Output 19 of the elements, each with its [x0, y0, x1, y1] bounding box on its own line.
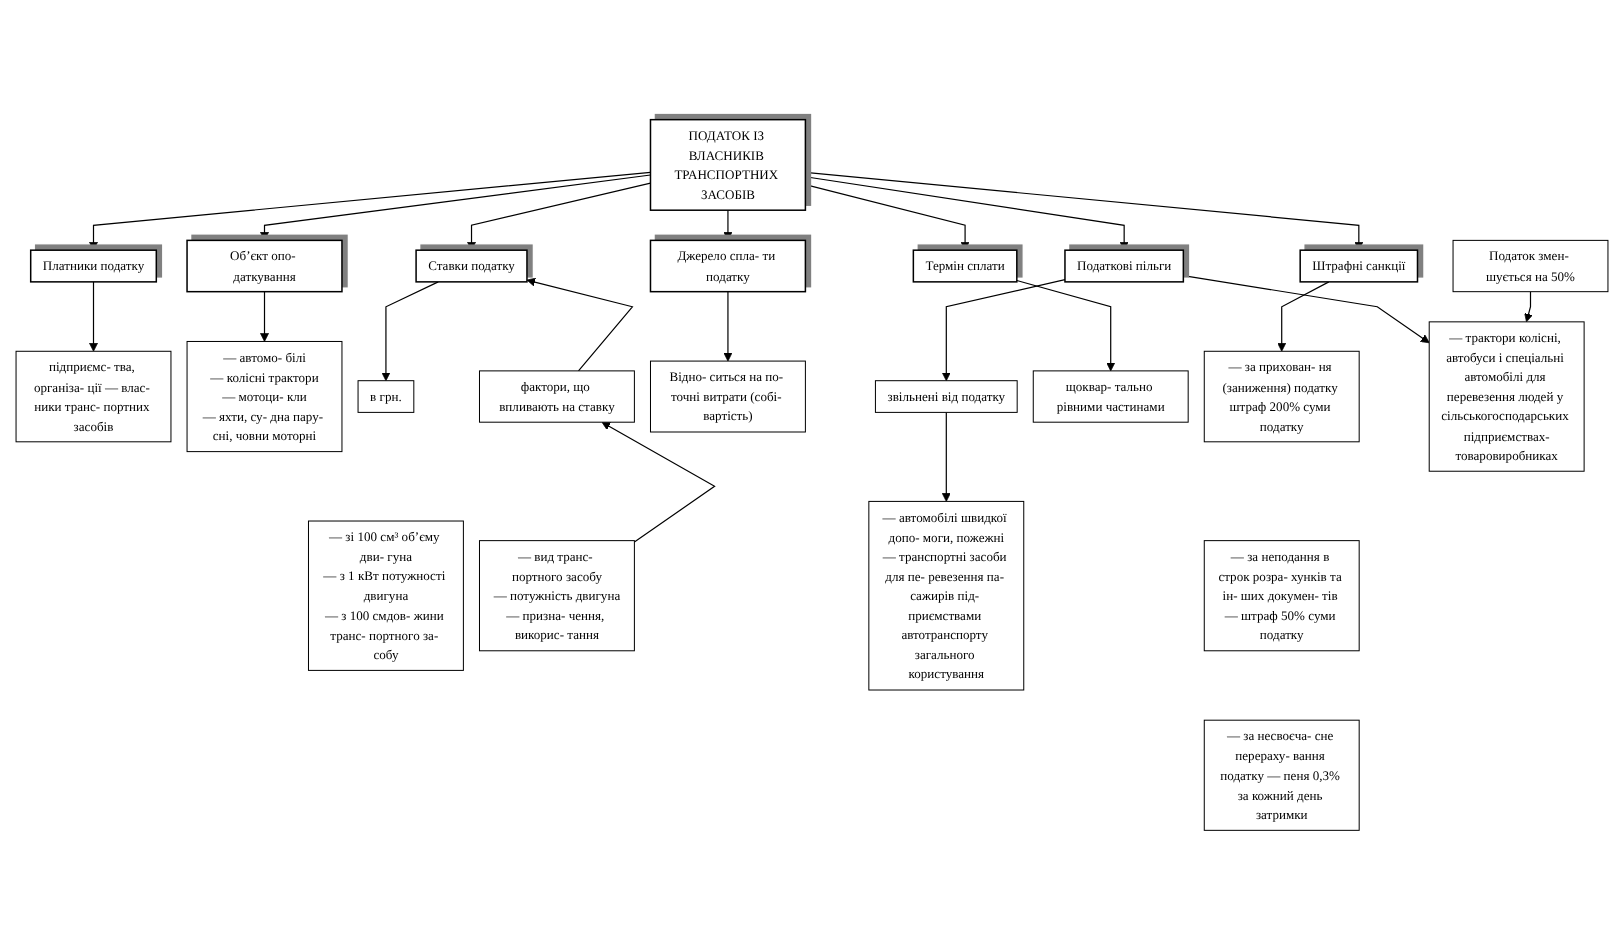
arrow: [381, 281, 439, 382]
arrow: [1524, 291, 1533, 323]
arrow: [804, 171, 1364, 251]
arrow: [723, 291, 733, 362]
arrow: [260, 291, 269, 342]
arrow: [260, 174, 652, 241]
arrow: [941, 278, 1066, 382]
arrow: [1182, 274, 1430, 344]
arrow: [1016, 279, 1116, 372]
arrow: [601, 421, 716, 543]
arrow: [804, 184, 970, 251]
arrow: [804, 176, 1129, 251]
arrow: [467, 182, 652, 251]
arrow: [526, 277, 634, 372]
arrow: [1277, 281, 1330, 352]
arrow: [723, 209, 733, 241]
arrow: [941, 411, 951, 502]
arrow: [89, 281, 98, 352]
arrow: [89, 171, 652, 251]
